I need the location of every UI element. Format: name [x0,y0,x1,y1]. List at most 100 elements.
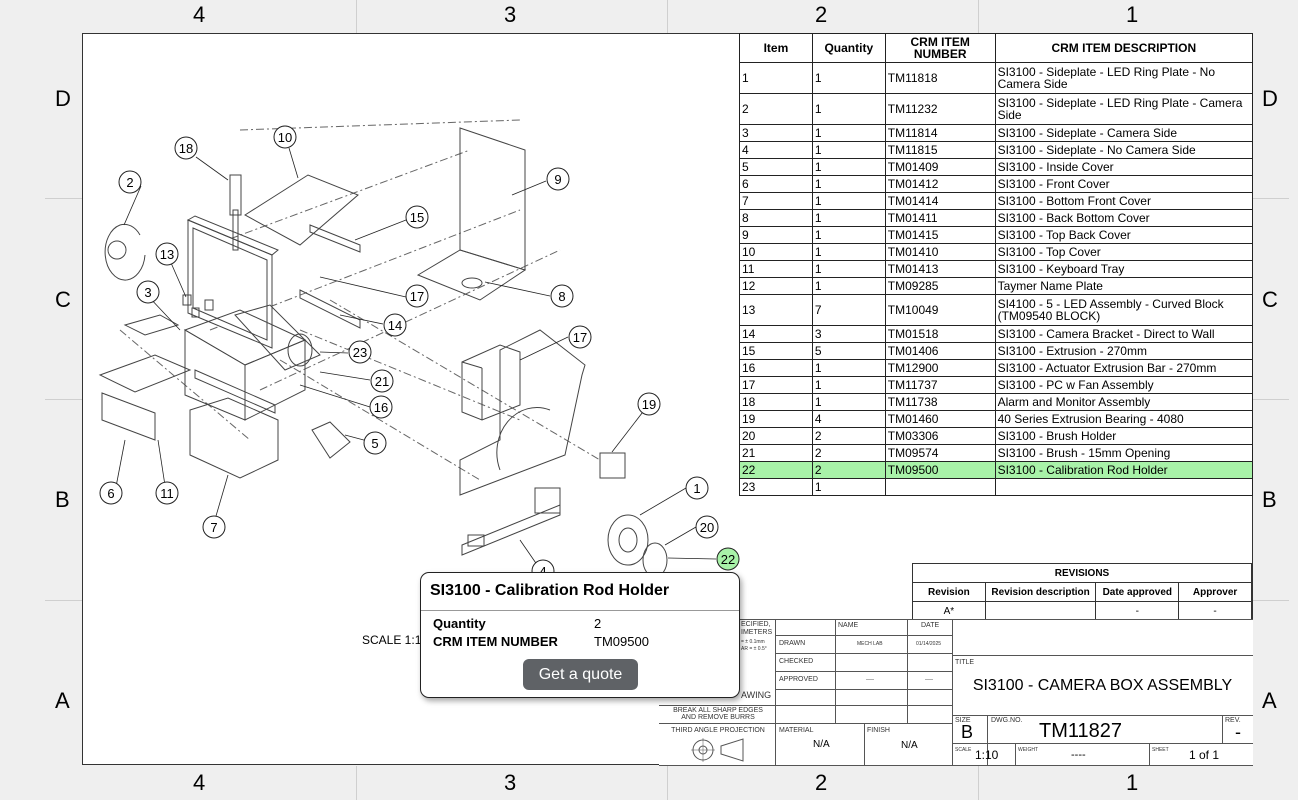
bom-cell-number: TM01413 [884,260,996,278]
title-label: TITLE [955,659,975,666]
bom-cell-number: TM11815 [884,141,996,159]
zone-row-b-left: B [55,487,70,512]
svg-text:23: 23 [353,345,367,360]
bom-cell-item: 7 [739,192,813,210]
sheet-value: 1 of 1 [1189,748,1220,762]
balloon-22: 22 [716,547,740,571]
svg-text:15: 15 [410,210,424,225]
zone-divider [978,766,979,800]
svg-text:11: 11 [160,486,174,501]
bom-cell-description: SI3100 - Brush - 15mm Opening [994,444,1254,462]
bom-cell-description: SI3100 - Calibration Rod Holder [994,461,1254,479]
bom-cell-description: Alarm and Monitor Assembly [994,393,1254,411]
revisions-header-revision: Revision [912,582,986,602]
zone-col-3-bottom: 3 [504,770,517,795]
bom-header-row: Item Quantity CRM ITEM NUMBER CRM ITEM D… [739,33,1254,63]
svg-text:5: 5 [371,436,378,451]
material-label: MATERIAL [779,727,814,734]
svg-text:18: 18 [179,141,193,156]
svg-text:3: 3 [144,285,151,300]
bom-cell-item: 2 [739,93,813,125]
svg-text:14: 14 [388,318,402,333]
zone-col-4-bottom: 4 [193,770,206,795]
zone-row-a-right: A [1262,688,1277,713]
zone-divider [45,399,82,400]
third-angle-projection-icon [691,738,744,762]
bom-cell-item: 14 [739,325,813,343]
bom-cell-item: 13 [739,294,813,326]
bom-cell-description: SI4100 - 5 - LED Assembly - Curved Block… [994,294,1254,326]
bom-cell-quantity: 1 [811,209,886,227]
bom-cell-item: 12 [739,277,813,295]
bom-cell-quantity: 1 [811,62,886,94]
bom-cell-description: SI3100 - Top Back Cover [994,226,1254,244]
title-block: ECIFIED, IMETERS = ± 0.1mm AR = ± 0.5° N… [659,619,1253,766]
dwg-no-value: TM11827 [1039,720,1123,742]
bom-cell-number: TM01410 [884,243,996,261]
bom-cell-number: TM01406 [884,342,996,360]
bom-table: Item Quantity CRM ITEM NUMBER CRM ITEM D… [739,33,1254,496]
zone-row-c-right: C [1262,287,1278,312]
bom-cell-description: SI3100 - Camera Bracket - Direct to Wall [994,325,1254,343]
svg-text:4: 4 [539,564,546,579]
rev-value: - [1235,722,1241,742]
drawing-title: SI3100 - CAMERA BOX ASSEMBLY [972,677,1233,694]
bom-cell-number: TM11738 [884,393,996,411]
finish-label: FINISH [867,727,890,734]
balloon-5: 5 [363,431,387,455]
bom-cell-description: SI3100 - Brush Holder [994,427,1254,445]
bom-cell-number: TM09285 [884,277,996,295]
bom-cell-quantity: 1 [811,124,886,142]
bom-cell-description: SI3100 - Extrusion - 270mm [994,342,1254,360]
zone-divider [667,766,668,800]
bom-cell-item: 6 [739,175,813,193]
bom-cell-number: TM01415 [884,226,996,244]
bom-cell-description: SI3100 - Top Cover [994,243,1254,261]
bom-cell-number: TM11818 [884,62,996,94]
bom-cell-number: TM09574 [884,444,996,462]
zone-row-d-right: D [1262,86,1278,111]
svg-text:19: 19 [642,397,656,412]
drawn-date: 01/14/2025 [916,641,942,647]
bom-cell-quantity: 4 [811,410,886,428]
get-a-quote-button[interactable]: Get a quote [523,659,638,690]
zone-col-2-bottom: 2 [815,770,828,795]
zone-col-3-top: 3 [504,2,517,27]
bom-cell-quantity: 1 [811,359,886,377]
bom-cell-item: 20 [739,427,813,445]
revisions-header-description: Revision description [984,582,1097,602]
balloon-2: 2 [118,170,142,194]
revision-row[interactable]: A* - - [912,601,1252,621]
scale-note: SCALE 1:1 [362,633,422,647]
balloon-18: 18 [174,136,198,160]
balloon-9: 9 [546,167,570,191]
popup-quantity-label: Quantity [433,616,486,631]
bom-cell-description: 40 Series Extrusion Bearing - 4080 [994,410,1254,428]
bom-cell-quantity: 3 [811,325,886,343]
bom-cell-quantity: 2 [811,444,886,462]
zone-divider [45,600,82,601]
